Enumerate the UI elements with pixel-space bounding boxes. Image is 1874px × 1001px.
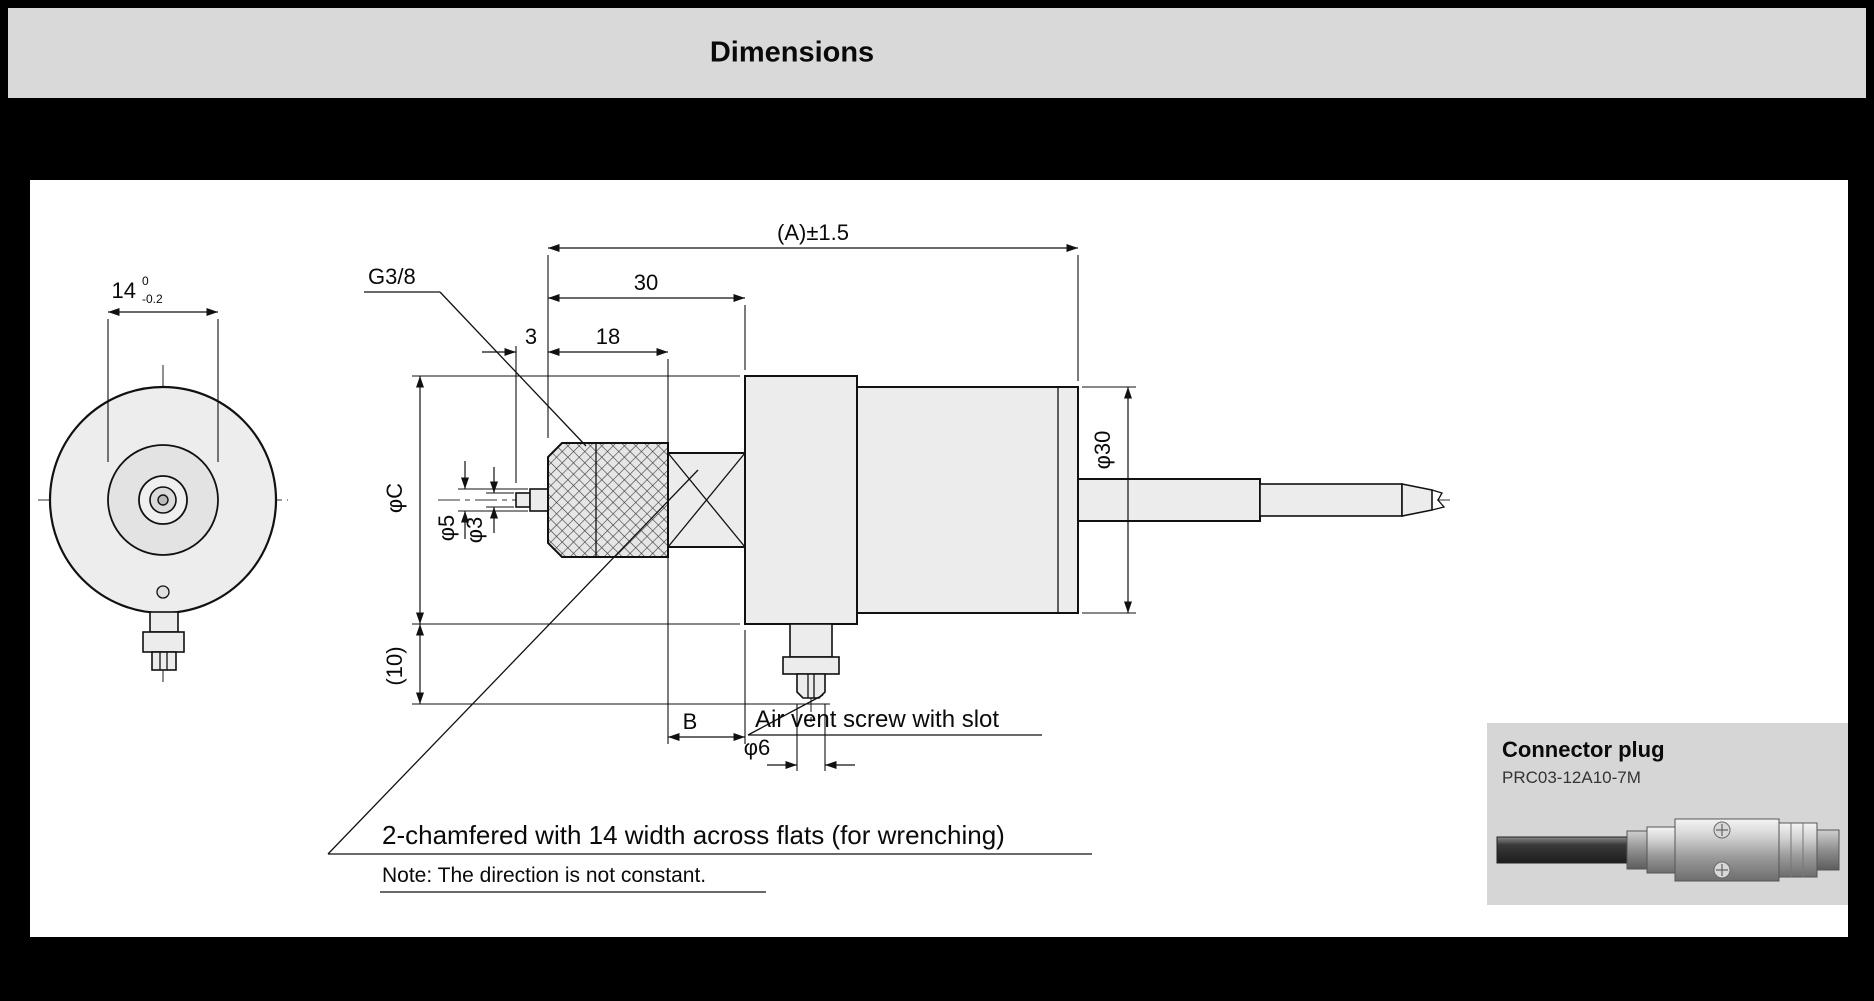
hex-cross-line [667, 452, 746, 548]
dim-phi-3: φ3 [462, 467, 514, 543]
dim-30: 30 [548, 270, 746, 370]
front-stub-flange [142, 631, 185, 653]
dimension-annotations: (A)±1.5 30 18 [327, 220, 1136, 893]
front-stub-neck [149, 611, 179, 633]
hex-section [667, 452, 746, 548]
chamfer-callout: 2-chamfered with 14 width across flats (… [327, 469, 1092, 855]
pin-phi3 [515, 492, 531, 508]
dim-overall-length: (A)±1.5 [547, 220, 1079, 438]
dim-phi-5: φ5 [434, 461, 528, 541]
connector-tip [1816, 829, 1840, 871]
main-body [856, 386, 1079, 614]
svg-text:Note: The direction is not con: Note: The direction is not constant. [382, 864, 706, 887]
svg-text:G3/8: G3/8 [368, 264, 416, 289]
svg-text:φ30: φ30 [1090, 431, 1115, 470]
threaded-section [547, 442, 669, 558]
connector-cable [1496, 836, 1628, 864]
rear-shaft [1077, 478, 1261, 522]
dim-18: 18 [548, 324, 669, 447]
connector-body-front [1646, 826, 1676, 874]
header-bar: Dimensions [8, 8, 1866, 98]
front-vent-hole [156, 585, 170, 599]
svg-text:φC: φC [382, 483, 407, 513]
dim-14-width: 14 0 -0.2 [107, 274, 219, 462]
dim-phi-c: φC [382, 375, 740, 625]
direction-note: Note: The direction is not constant. [380, 864, 766, 893]
front-center-screw [157, 494, 169, 506]
svg-text:3: 3 [525, 324, 537, 349]
dim-14-tol-lower: -0.2 [142, 292, 163, 306]
drawing-panel: 14 0 -0.2 [30, 180, 1848, 937]
thread-callout: G3/8 [364, 264, 587, 447]
dim-b: B [667, 551, 746, 744]
air-vent-leader-line [747, 694, 824, 736]
svg-text:30: 30 [634, 270, 658, 295]
cable [1259, 483, 1403, 517]
air-vent-screw-tip [796, 673, 826, 699]
flange [744, 375, 858, 625]
connector-illustration [1496, 818, 1840, 882]
page-title: Dimensions [709, 36, 875, 69]
svg-text:Air vent screw with slot: Air vent screw with slot [755, 706, 999, 733]
dim-phi-30: φ30 [1082, 386, 1136, 614]
air-vent-screw [782, 623, 840, 699]
svg-text:φ6: φ6 [744, 735, 771, 760]
svg-text:2-chamfered with 14 width acro: 2-chamfered with 14 width across flats (… [382, 820, 1005, 850]
dim-10: (10) [382, 624, 830, 705]
svg-text:(A)±1.5: (A)±1.5 [777, 220, 849, 245]
dim-phi-6: φ6 [744, 704, 855, 771]
dim-14-value: 14 [112, 278, 136, 303]
front-stub-tip [151, 651, 177, 671]
connector-title: Connector plug [1502, 737, 1665, 762]
thread-leader-line [439, 291, 587, 447]
svg-text:18: 18 [596, 324, 620, 349]
dim-14-tol-upper: 0 [142, 274, 149, 288]
connector-nose [1778, 822, 1818, 878]
chamfer-leader-line [327, 469, 699, 855]
phillips-screw-icon [1713, 821, 1731, 839]
pin-phi5 [529, 488, 549, 512]
svg-text:φ3: φ3 [462, 517, 487, 544]
dimension-drawing: 14 0 -0.2 [38, 220, 1848, 905]
dim-3: 3 [482, 324, 537, 483]
connector-model: PRC03-12A10-7M [1502, 768, 1641, 787]
svg-text:B: B [683, 709, 698, 734]
cable-taper [1401, 483, 1433, 517]
cable-break-end [1431, 489, 1446, 511]
svg-text:φ5: φ5 [434, 515, 459, 542]
air-vent-callout: Air vent screw with slot [747, 694, 1042, 736]
phillips-screw-icon [1713, 861, 1731, 879]
front-view: 14 0 -0.2 [38, 274, 288, 682]
connector-ferrule [1626, 830, 1648, 870]
side-view [438, 375, 1450, 725]
connector-plug-box: Connector plug PRC03-12A10-7M [1487, 723, 1848, 905]
svg-text:(10): (10) [382, 646, 407, 685]
